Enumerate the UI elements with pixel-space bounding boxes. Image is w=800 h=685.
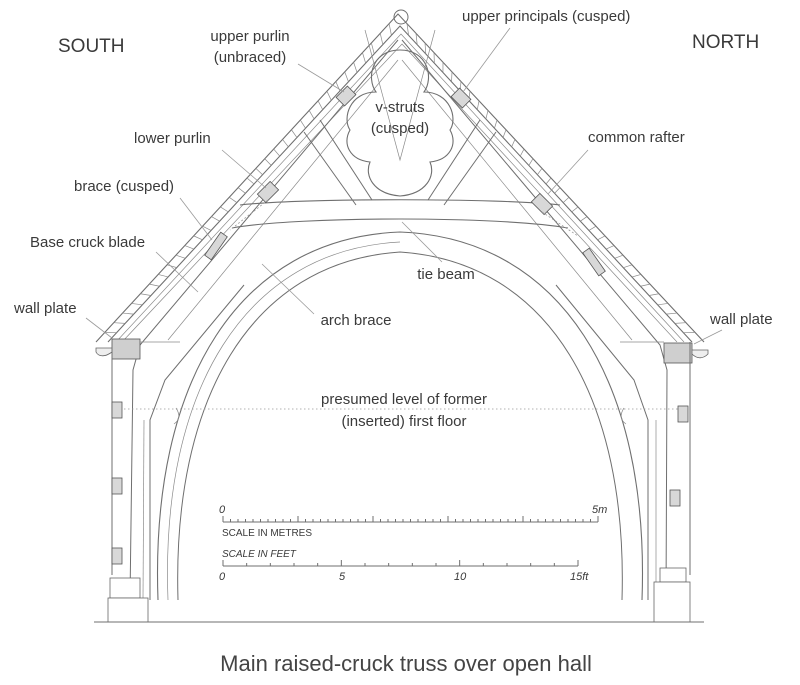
roof-covering <box>95 9 705 343</box>
scale-feet-tick-15: 15ft <box>570 571 589 583</box>
label-floor-level-note: (inserted) first floor <box>341 413 466 430</box>
tie-beam <box>231 199 569 229</box>
label-common-rafter: common rafter <box>588 129 685 146</box>
label-base-cruck-blade: Base cruck blade <box>30 234 145 251</box>
label-upper-purlin-note: (unbraced) <box>214 49 287 66</box>
scale-feet-tick-0: 0 <box>219 571 226 583</box>
arch-brace <box>156 231 644 601</box>
cusped-braces <box>204 199 606 277</box>
quatrefoil-cusping <box>346 49 454 197</box>
scale-bar-metres: 0 5m SCALE IN METRES <box>219 504 607 539</box>
label-v-struts-note: (cusped) <box>371 120 429 137</box>
scale-feet-tick-10: 10 <box>454 571 467 583</box>
scale-metres-end: 5m <box>592 504 607 516</box>
label-wall-plate-south: wall plate <box>13 300 77 317</box>
scale-feet-title: SCALE IN FEET <box>222 549 297 560</box>
roof-tiles-north <box>406 23 696 334</box>
diagram-caption: Main raised-cruck truss over open hall <box>220 651 592 676</box>
scale-feet-tick-5: 5 <box>339 571 346 583</box>
wall-plate-north <box>620 341 709 364</box>
label-v-struts: v-struts <box>375 99 424 116</box>
v-struts <box>303 29 497 206</box>
scale-metres-start: 0 <box>219 504 226 516</box>
scale-bar-feet: SCALE IN FEET 0 5 10 15ft <box>219 549 589 583</box>
label-arch-brace: arch brace <box>321 312 392 329</box>
label-upper-principals: upper principals (cusped) <box>462 8 630 25</box>
roof-tiles-south <box>104 23 392 334</box>
leader-lines <box>85 27 723 345</box>
label-upper-purlin: upper purlin <box>210 28 289 45</box>
label-brace: brace (cusped) <box>74 178 174 195</box>
wall-south <box>107 342 149 623</box>
scale-metres-title: SCALE IN METRES <box>222 528 312 539</box>
wall-plate-south <box>95 338 180 360</box>
label-south: SOUTH <box>58 36 125 57</box>
label-lower-purlin: lower purlin <box>134 130 211 147</box>
label-wall-plate-north: wall plate <box>709 311 773 328</box>
wall-north <box>653 342 691 623</box>
purlins <box>256 85 554 216</box>
label-tie-beam: tie beam <box>417 266 475 283</box>
label-north: NORTH <box>692 32 759 53</box>
label-floor-level: presumed level of former <box>321 391 487 408</box>
